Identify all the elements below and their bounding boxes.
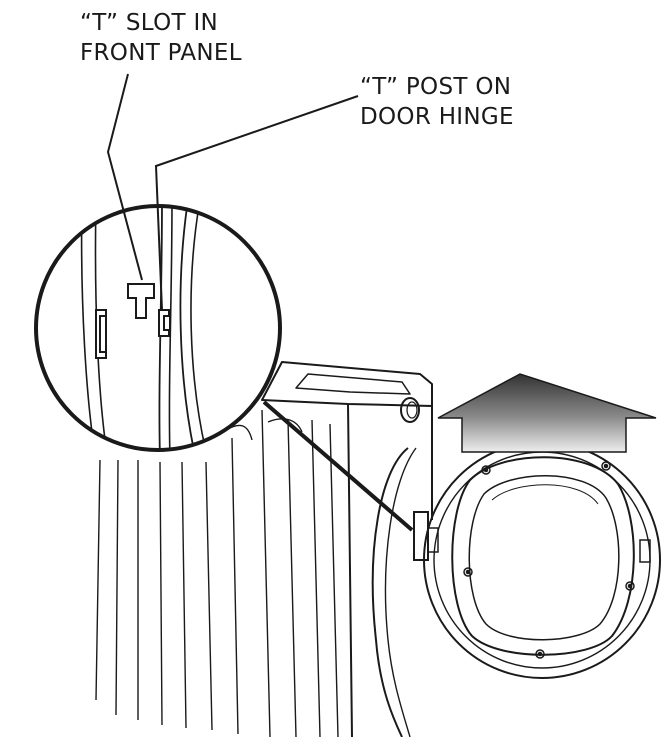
callout-t-post-line1: “T” POST ON	[360, 74, 512, 100]
door-screws	[463, 461, 635, 659]
door-opening	[371, 447, 409, 738]
callout-t-slot-line1: “T” SLOT IN	[80, 10, 219, 36]
cabinet-top-inset	[295, 373, 411, 395]
open-door	[413, 441, 661, 679]
callout-t-post: “T” POST ON DOOR HINGE	[360, 72, 514, 132]
door-outer-ring	[423, 441, 661, 679]
callout-t-slot-line2: FRONT PANEL	[80, 40, 242, 66]
door-window-glass	[468, 475, 620, 641]
lift-direction-arrow-icon	[437, 373, 657, 453]
callout-t-slot: “T” SLOT IN FRONT PANEL	[80, 8, 242, 68]
control-knob	[400, 397, 420, 423]
cabinet-front-edge	[347, 403, 353, 738]
leader-line-post	[154, 95, 359, 311]
t-slot	[127, 283, 155, 319]
door-window-frame	[451, 456, 635, 656]
callout-t-post-line2: DOOR HINGE	[360, 104, 514, 130]
magnified-detail	[34, 204, 282, 452]
magnifier-pointer-line	[262, 400, 414, 532]
dryer-cabinet	[95, 361, 433, 738]
leader-line-slot	[106, 73, 143, 281]
